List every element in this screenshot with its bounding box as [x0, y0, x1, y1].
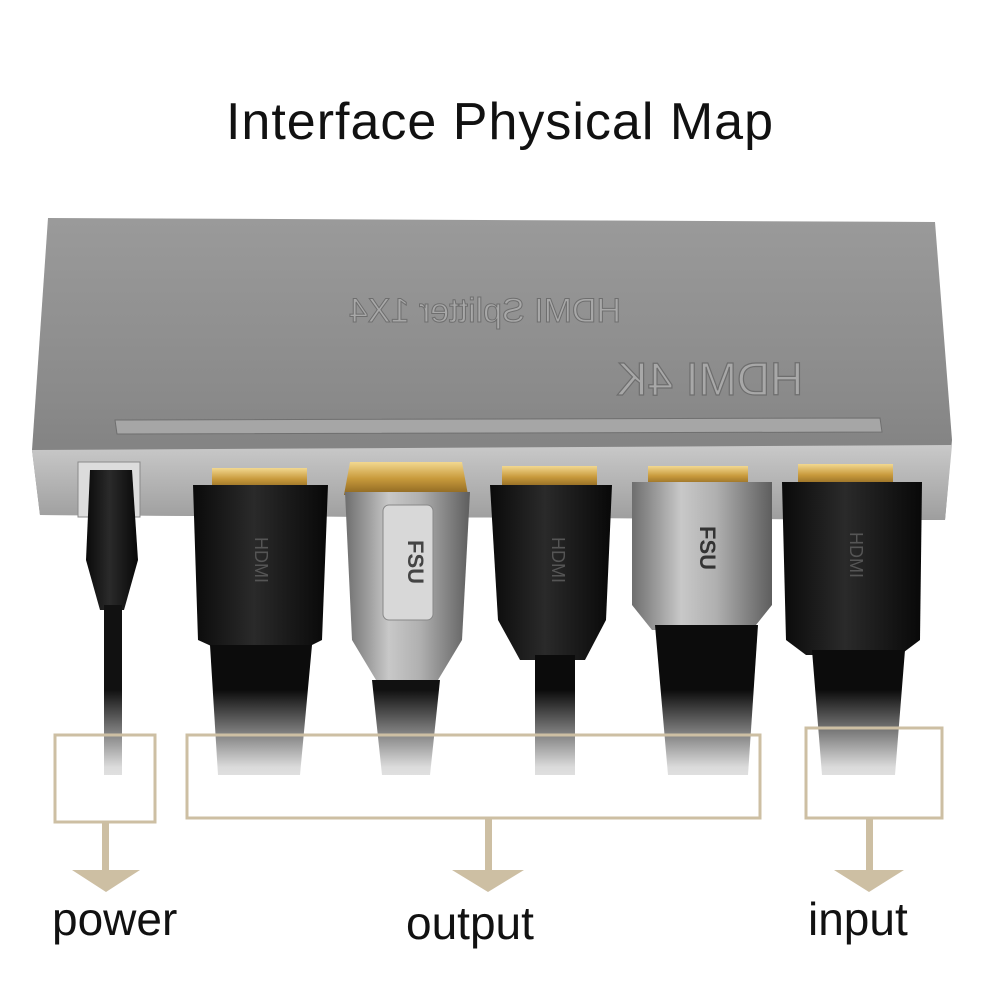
output-label: output: [406, 897, 534, 949]
output-highlight-box: [185, 733, 762, 820]
page-title: Interface Physical Map: [225, 93, 775, 151]
splitter-body: HDMI Splitter 1X4 HDMI 4K: [32, 218, 952, 520]
svg-text:HDMI: HDMI: [548, 537, 568, 583]
input-label: input: [808, 893, 908, 945]
power-arrow: [72, 822, 140, 892]
input-arrow: [834, 818, 904, 892]
svg-text:FSU: FSU: [403, 540, 428, 584]
svg-text:HDMI: HDMI: [251, 537, 271, 583]
svg-text:FSU: FSU: [695, 526, 720, 570]
emboss-model-text: HDMI Splitter 1X4: [349, 292, 621, 330]
output-arrow: [452, 818, 524, 892]
input-highlight-box: [804, 726, 944, 820]
svg-text:HDMI: HDMI: [846, 532, 866, 578]
emboss-logo-text: HDMI 4K: [616, 353, 803, 405]
reflection-fade: [0, 690, 1000, 830]
power-label: power: [52, 893, 178, 945]
